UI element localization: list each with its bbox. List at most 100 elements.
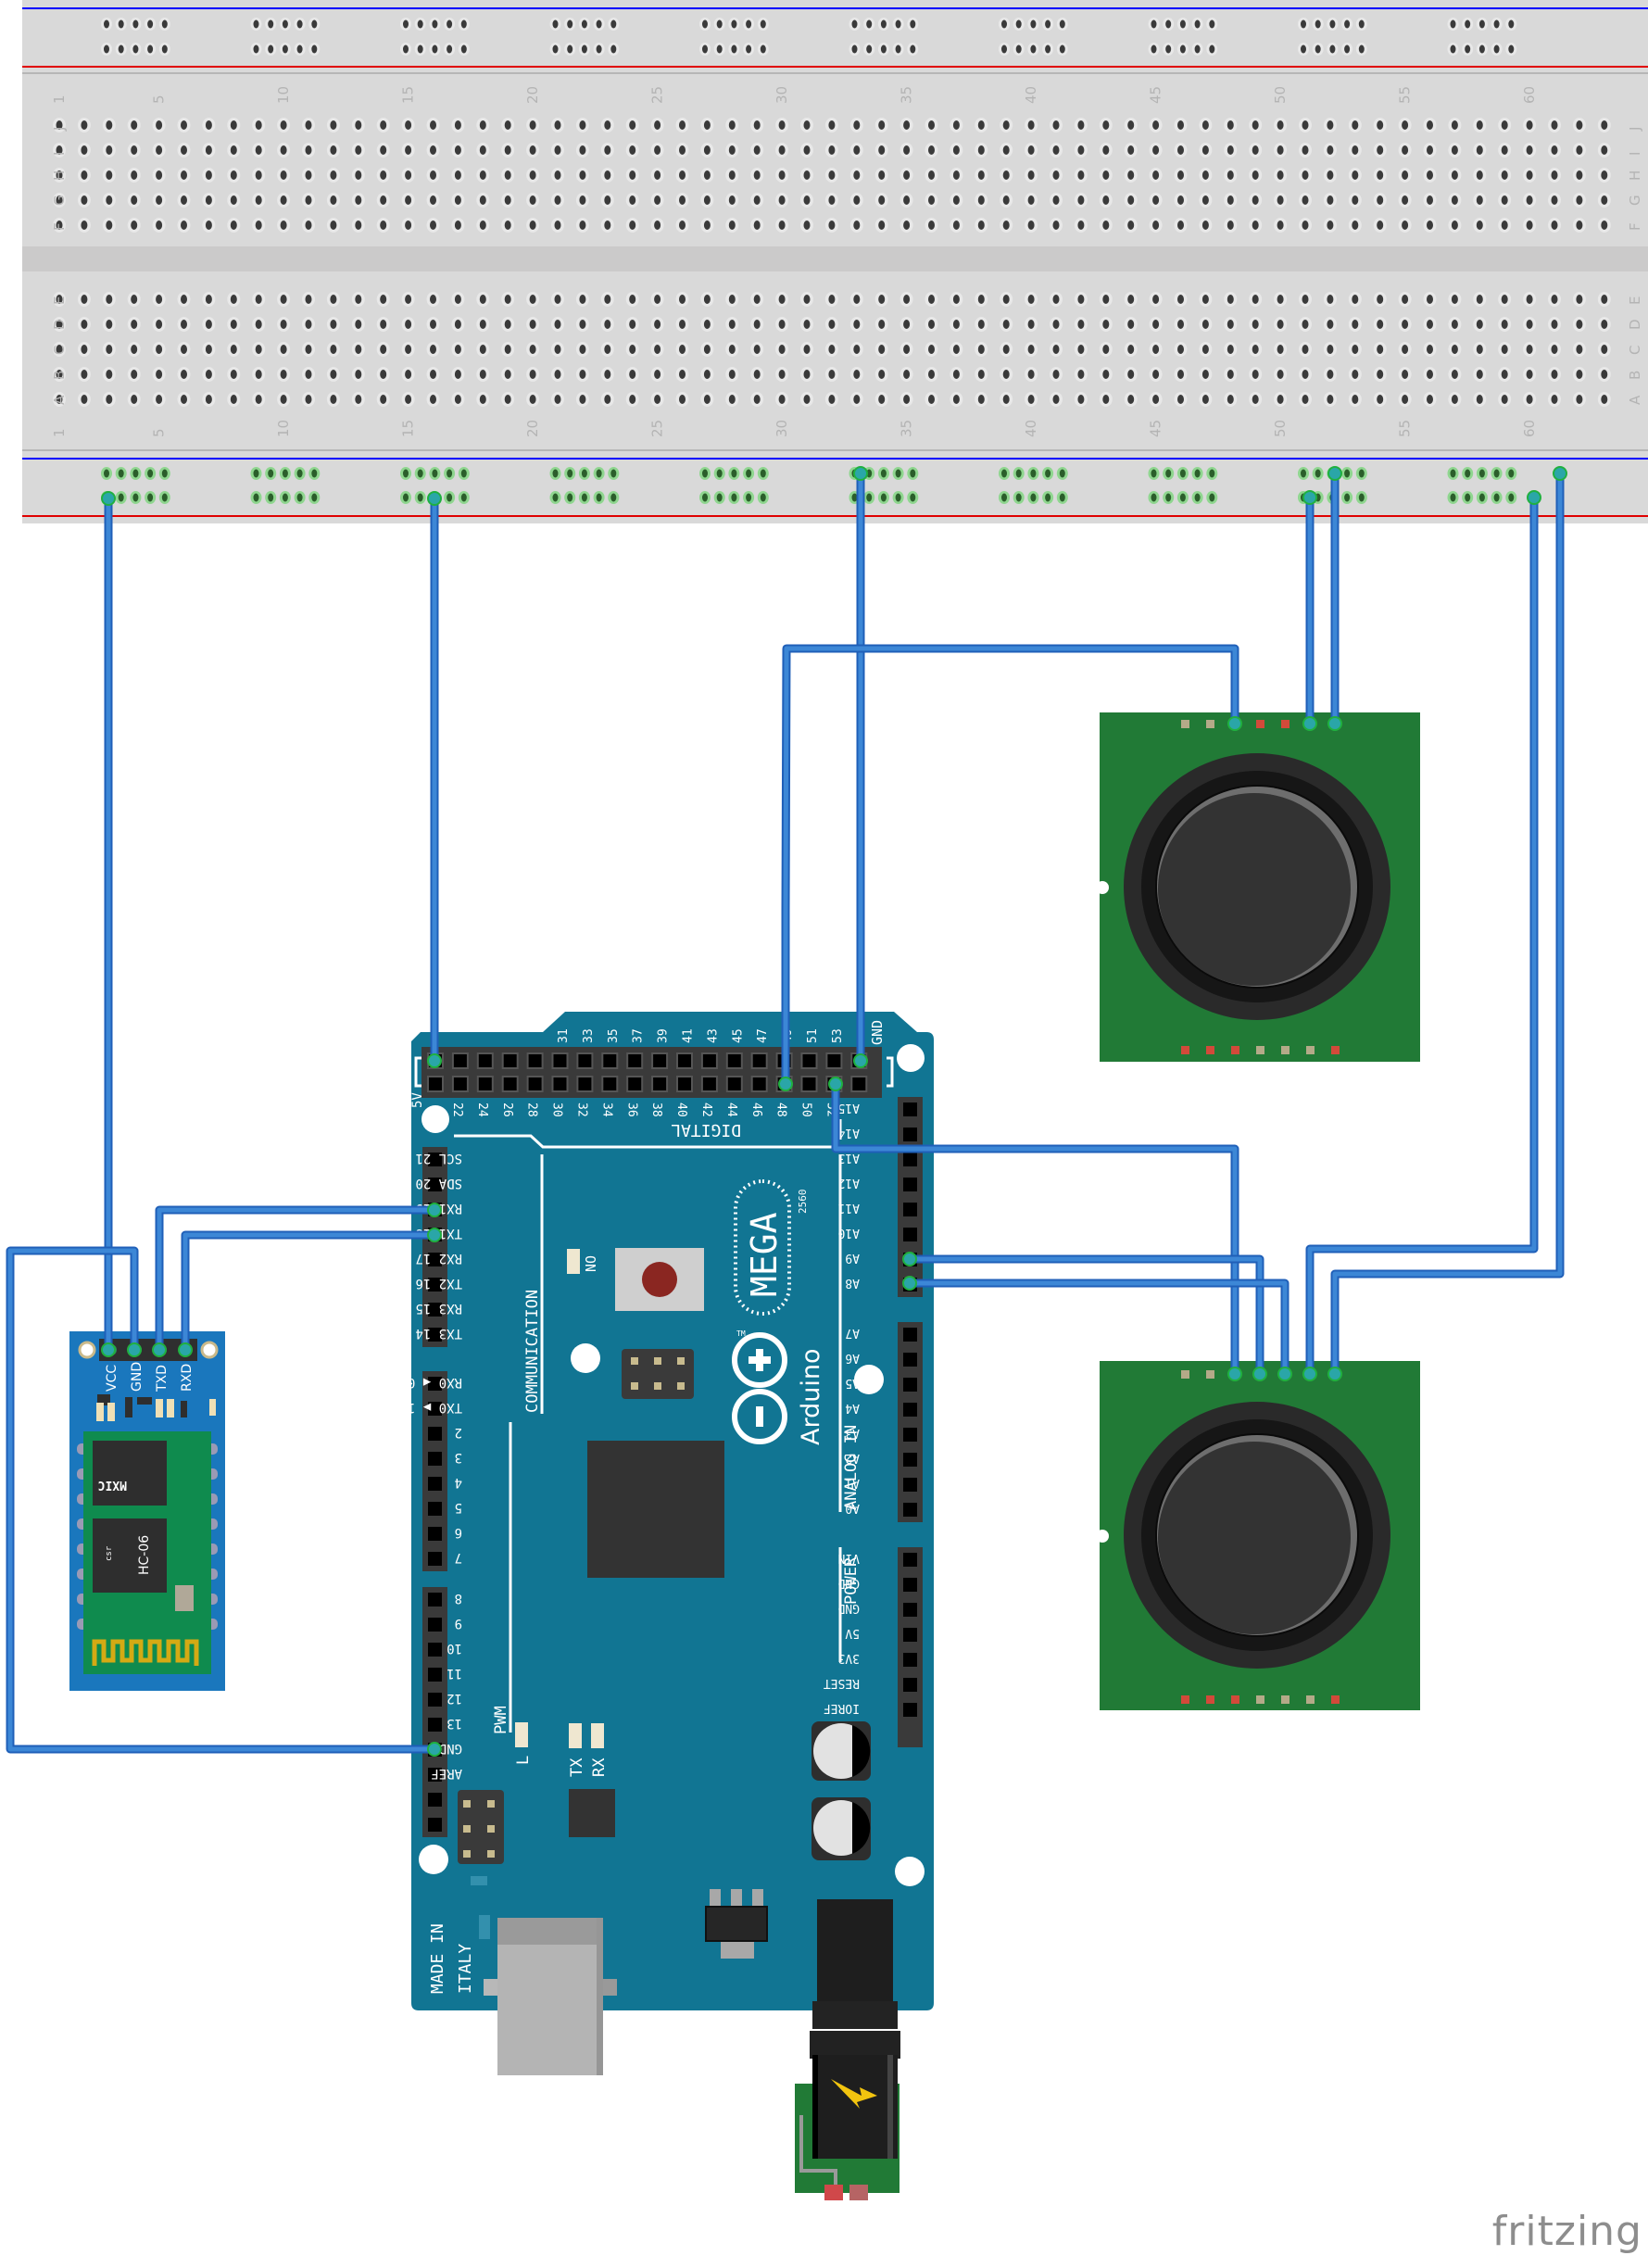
breadboard-hole[interactable] bbox=[380, 170, 387, 180]
header-pin[interactable] bbox=[428, 1502, 442, 1516]
breadboard-hole[interactable] bbox=[1327, 170, 1334, 180]
breadboard-hole[interactable] bbox=[679, 370, 686, 379]
breadboard-hole[interactable] bbox=[305, 370, 312, 379]
header-pin[interactable] bbox=[903, 1403, 917, 1417]
breadboard-hole[interactable] bbox=[753, 295, 761, 304]
breadboard-hole[interactable] bbox=[1252, 145, 1259, 155]
breadboard-hole[interactable] bbox=[1601, 370, 1608, 379]
breadboard-hole[interactable] bbox=[1551, 145, 1558, 155]
breadboard-hole[interactable] bbox=[1352, 295, 1359, 304]
breadboard-hole[interactable] bbox=[1327, 220, 1334, 230]
breadboard-hole[interactable] bbox=[131, 320, 138, 329]
breadboard-hole[interactable] bbox=[703, 320, 711, 329]
breadboard-hole[interactable] bbox=[479, 120, 486, 130]
header-pin[interactable] bbox=[428, 1178, 442, 1191]
breadboard-hole[interactable] bbox=[1077, 295, 1085, 304]
breadboard-hole[interactable] bbox=[230, 370, 237, 379]
breadboard-hole[interactable] bbox=[380, 295, 387, 304]
breadboard-hole[interactable] bbox=[1201, 370, 1209, 379]
breadboard-hole[interactable] bbox=[878, 195, 886, 205]
breadboard-hole[interactable] bbox=[1227, 120, 1234, 130]
breadboard-hole[interactable] bbox=[803, 195, 811, 205]
breadboard-hole[interactable] bbox=[579, 345, 586, 354]
breadboard-hole[interactable] bbox=[255, 120, 262, 130]
breadboard-hole[interactable] bbox=[81, 320, 88, 329]
rail-hole[interactable] bbox=[731, 493, 737, 502]
header-pin[interactable] bbox=[903, 1653, 917, 1667]
breadboard-hole[interactable] bbox=[1576, 145, 1583, 155]
breadboard-hole[interactable] bbox=[1377, 370, 1384, 379]
breadboard-hole[interactable] bbox=[1302, 120, 1309, 130]
breadboard-hole[interactable] bbox=[131, 145, 138, 155]
breadboard-hole[interactable] bbox=[579, 370, 586, 379]
breadboard-hole[interactable] bbox=[454, 345, 461, 354]
breadboard-hole[interactable] bbox=[1551, 195, 1558, 205]
breadboard-hole[interactable] bbox=[1476, 220, 1483, 230]
breadboard-hole[interactable] bbox=[405, 170, 412, 180]
header-pin[interactable] bbox=[676, 1076, 693, 1092]
breadboard-hole[interactable] bbox=[803, 220, 811, 230]
header-pin[interactable] bbox=[800, 1052, 818, 1069]
breadboard-hole[interactable] bbox=[454, 395, 461, 404]
breadboard-hole[interactable] bbox=[1277, 370, 1284, 379]
breadboard-hole[interactable] bbox=[230, 220, 237, 230]
breadboard-hole[interactable] bbox=[1427, 120, 1433, 130]
breadboard-hole[interactable] bbox=[230, 320, 237, 329]
breadboard-hole[interactable] bbox=[1576, 370, 1583, 379]
rail-hole[interactable] bbox=[1358, 44, 1365, 54]
breadboard-hole[interactable] bbox=[1027, 295, 1035, 304]
breadboard-hole[interactable] bbox=[1177, 220, 1184, 230]
breadboard-hole[interactable] bbox=[1377, 220, 1384, 230]
rail-hole[interactable] bbox=[447, 44, 453, 54]
rail-hole[interactable] bbox=[866, 44, 873, 54]
breadboard-hole[interactable] bbox=[1002, 195, 1010, 205]
breadboard-hole[interactable] bbox=[753, 220, 761, 230]
breadboard-hole[interactable] bbox=[330, 195, 337, 205]
breadboard-hole[interactable] bbox=[928, 395, 935, 404]
breadboard-hole[interactable] bbox=[255, 295, 262, 304]
rail-hole[interactable] bbox=[268, 493, 274, 502]
breadboard-hole[interactable] bbox=[1601, 145, 1608, 155]
breadboard-hole[interactable] bbox=[1327, 320, 1334, 329]
breadboard-hole[interactable] bbox=[679, 170, 686, 180]
rail-hole[interactable] bbox=[296, 493, 303, 502]
wire-endpoint[interactable] bbox=[1227, 1367, 1242, 1381]
breadboard-hole[interactable] bbox=[1027, 170, 1035, 180]
wire-endpoint[interactable] bbox=[1302, 490, 1317, 505]
breadboard-hole[interactable] bbox=[928, 370, 935, 379]
rail-hole[interactable] bbox=[311, 469, 318, 478]
breadboard-hole[interactable] bbox=[181, 395, 187, 404]
breadboard-hole[interactable] bbox=[106, 345, 113, 354]
breadboard-hole[interactable] bbox=[181, 345, 187, 354]
breadboard-hole[interactable] bbox=[1377, 345, 1384, 354]
breadboard-hole[interactable] bbox=[479, 195, 486, 205]
breadboard-hole[interactable] bbox=[405, 320, 412, 329]
rail-hole[interactable] bbox=[581, 44, 587, 54]
rail-hole[interactable] bbox=[1045, 19, 1051, 29]
breadboard-hole[interactable] bbox=[778, 145, 786, 155]
breadboard-hole[interactable] bbox=[504, 170, 511, 180]
breadboard-hole[interactable] bbox=[454, 145, 461, 155]
breadboard-hole[interactable] bbox=[56, 220, 63, 230]
rail-hole[interactable] bbox=[1209, 493, 1215, 502]
breadboard-hole[interactable] bbox=[56, 370, 63, 379]
breadboard-hole[interactable] bbox=[703, 170, 711, 180]
header-pin[interactable] bbox=[903, 1153, 917, 1166]
breadboard-hole[interactable] bbox=[355, 145, 362, 155]
breadboard-hole[interactable] bbox=[1501, 195, 1508, 205]
breadboard-hole[interactable] bbox=[654, 345, 661, 354]
breadboard-hole[interactable] bbox=[679, 145, 686, 155]
breadboard-hole[interactable] bbox=[878, 395, 886, 404]
header-pin[interactable] bbox=[427, 1076, 444, 1092]
breadboard-hole[interactable] bbox=[1052, 220, 1060, 230]
rail-hole[interactable] bbox=[1030, 19, 1037, 29]
breadboard-hole[interactable] bbox=[380, 395, 387, 404]
header-pin[interactable] bbox=[725, 1052, 743, 1069]
breadboard-hole[interactable] bbox=[1127, 145, 1135, 155]
joystick-pin[interactable] bbox=[1181, 1370, 1189, 1379]
breadboard-hole[interactable] bbox=[106, 370, 113, 379]
breadboard-hole[interactable] bbox=[1152, 170, 1160, 180]
rail-hole[interactable] bbox=[1151, 44, 1157, 54]
breadboard-hole[interactable] bbox=[728, 395, 736, 404]
breadboard-hole[interactable] bbox=[106, 120, 113, 130]
